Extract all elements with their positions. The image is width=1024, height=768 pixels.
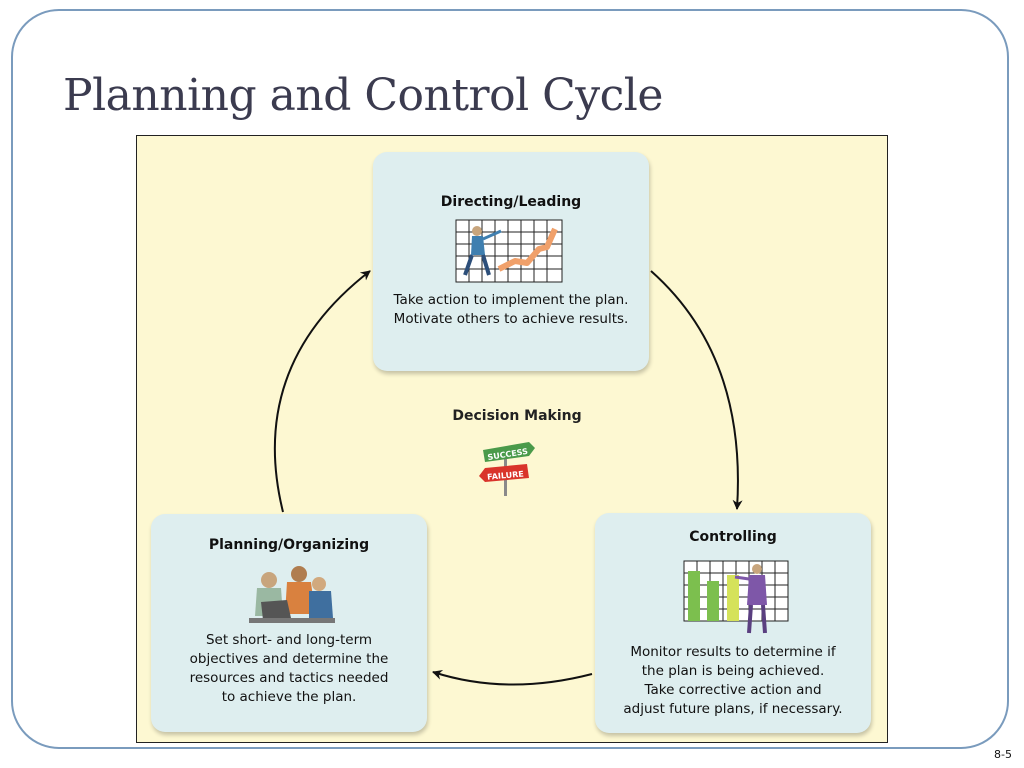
controlling-card: Controlling Monitor results to determine… [595, 513, 871, 733]
decision-making-label: Decision Making [452, 408, 582, 424]
signpost-icon: SUCCESS FAILURE [479, 442, 535, 496]
slide-title: Planning and Control Cycle [63, 70, 663, 121]
controlling-description: Monitor results to determine if the plan… [623, 644, 843, 717]
arrow-directing-to-controlling [650, 270, 743, 510]
directing-leading-card: Directing/Leading Take action to impleme… [373, 152, 649, 371]
leader-chart-illustration [455, 219, 563, 283]
monitoring-chart-illustration [683, 560, 789, 634]
directing-leading-description: Take action to implement the plan. Motiv… [393, 292, 629, 327]
controlling-title: Controlling [689, 529, 777, 545]
cycle-diagram: Directing/Leading Take action to impleme… [136, 135, 888, 743]
planning-organizing-description: Set short- and long-term objectives and … [189, 632, 389, 705]
planning-organizing-title: Planning/Organizing [208, 537, 370, 553]
failure-sign-text: FAILURE [487, 470, 524, 482]
arrow-planning-to-directing [273, 270, 371, 513]
slide-frame [11, 9, 1009, 749]
arrow-controlling-to-planning [432, 670, 593, 686]
directing-leading-title: Directing/Leading [440, 194, 582, 210]
team-laptop-illustration [249, 566, 335, 623]
planning-organizing-card: Planning/Organizing Set short- and long-… [151, 514, 427, 732]
page-number: 8-5 [994, 748, 1012, 761]
cycle-arrows [273, 270, 743, 686]
